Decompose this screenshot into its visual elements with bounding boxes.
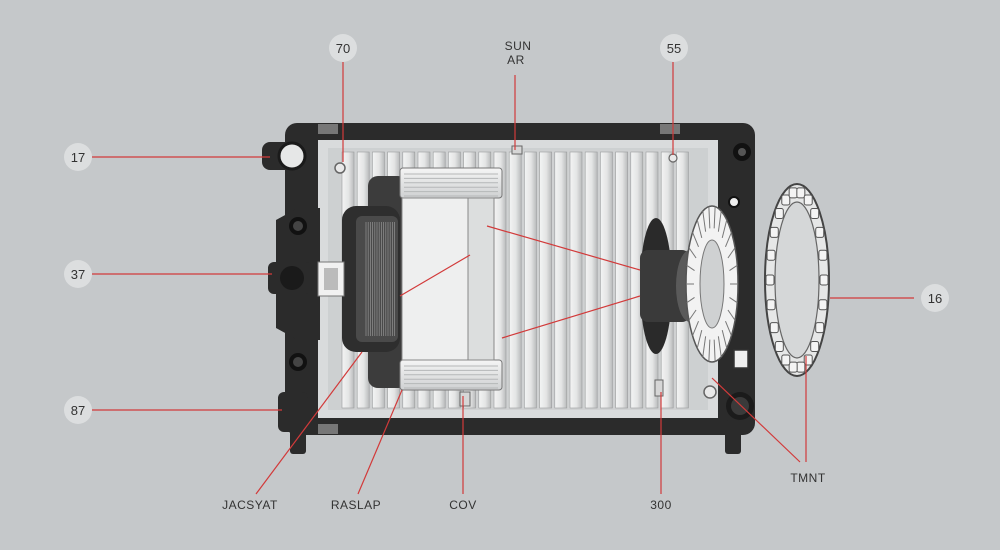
detached-fan-wheel: [764, 183, 830, 377]
callout-55: 55: [660, 34, 688, 62]
callout-17: 17: [64, 143, 92, 171]
svg-text:70: 70: [336, 41, 350, 56]
callout-87: 87: [64, 396, 92, 424]
svg-text:16: 16: [928, 291, 942, 306]
motor-shroud-assembly: [317, 167, 503, 391]
svg-text:87: 87: [71, 403, 85, 418]
label-bottom-1: JACSYAT: [222, 498, 278, 512]
callout-37: 37: [64, 260, 92, 288]
label-top-line2: AR: [507, 53, 525, 67]
label-bottom-right: TMNT: [790, 471, 825, 485]
inner-screws: [334, 145, 717, 407]
fan-hub: [640, 205, 749, 369]
svg-text:17: 17: [71, 150, 85, 165]
label-bottom-3: COV: [449, 498, 477, 512]
label-bottom-4: 300: [650, 498, 672, 512]
label-bottom-2: RASLAP: [331, 498, 381, 512]
leader-lines: [92, 62, 914, 495]
callout-16: 16: [921, 284, 949, 312]
label-top-line1: SUN: [505, 39, 532, 53]
svg-text:37: 37: [71, 267, 85, 282]
svg-text:55: 55: [667, 41, 681, 56]
callout-70: 70: [329, 34, 357, 62]
